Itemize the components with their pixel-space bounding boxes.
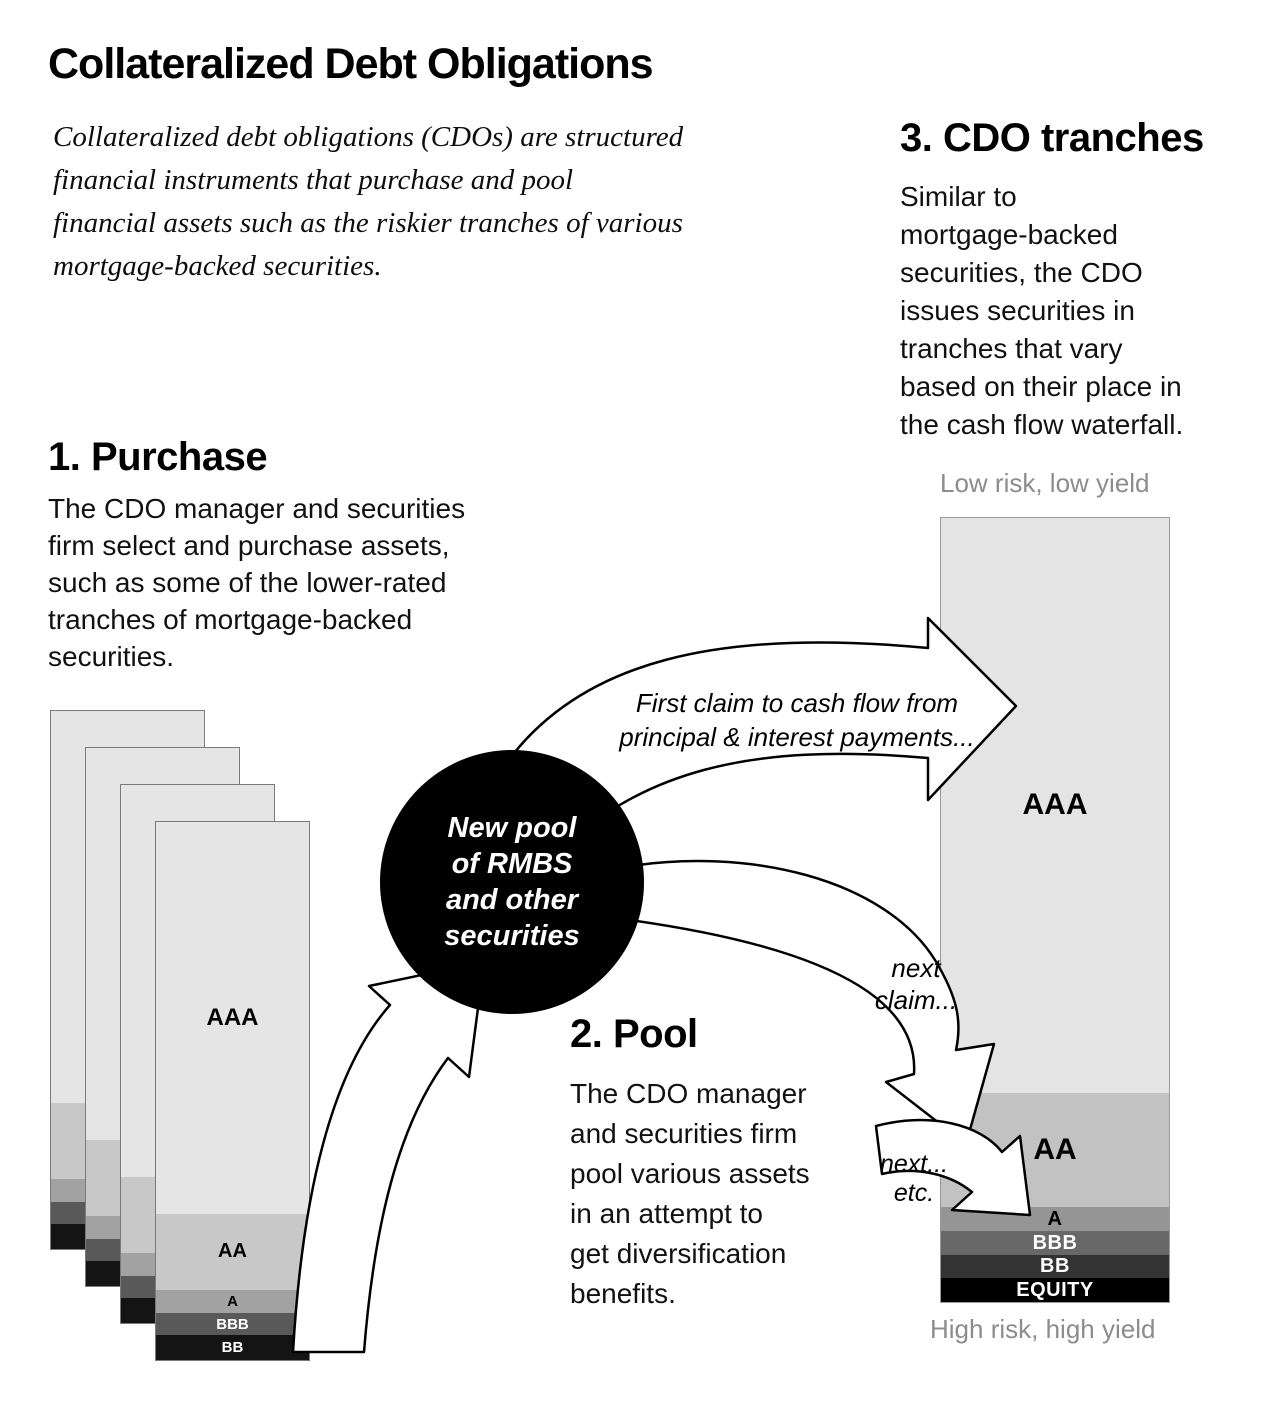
tranche-label: AAA <box>206 1003 259 1031</box>
tranche-label: BBB <box>216 1315 249 1333</box>
tranche-label: AA <box>1033 1132 1077 1166</box>
tranche-label: AA <box>218 1240 247 1263</box>
pool-body: The CDO manager and securities firm pool… <box>570 1078 810 1309</box>
tranche-aaa: AAA <box>156 822 309 1214</box>
intro-text: Collateralized debt obligations (CDOs) a… <box>53 121 684 282</box>
tranche-label: AAA <box>1022 788 1088 822</box>
page-title: Collateralized Debt Obligations <box>48 40 654 88</box>
pool-heading: 2. Pool <box>570 1012 698 1056</box>
next-claim-label: next claim... <box>874 953 958 1015</box>
next-etc-label: next... etc. <box>879 1150 949 1207</box>
tranche-equity: EQUITY <box>941 1278 1169 1302</box>
tranche-label: BB <box>221 1339 244 1357</box>
tranche-bbb: BBB <box>156 1313 309 1336</box>
purchase-heading: 1. Purchase <box>48 435 268 479</box>
tranche-aa: AA <box>156 1213 309 1291</box>
pool-circle: New pool of RMBS and other securities <box>380 750 644 1014</box>
pool-circle-label: New pool of RMBS and other securities <box>444 812 580 952</box>
tranche-aa: AA <box>941 1092 1169 1208</box>
high-risk-label: High risk, high yield <box>930 1314 1156 1344</box>
purchase-body: The CDO manager and securities firm sele… <box>48 493 466 672</box>
tranche-a: A <box>941 1207 1169 1232</box>
tranche-bbb: BBB <box>941 1231 1169 1255</box>
cdo-tranches-heading: 3. CDO tranches <box>900 116 1204 160</box>
tranche-label: A <box>227 1293 238 1311</box>
tranche-label: A <box>1047 1207 1063 1230</box>
pool-flow-arrow <box>291 960 486 1354</box>
tranche-a: A <box>156 1290 309 1314</box>
tranche-bb: BB <box>156 1335 309 1360</box>
cdo-tranches-body: Similar to mortgage-backed securities, t… <box>900 181 1184 440</box>
tranche-label: BB <box>1040 1255 1070 1278</box>
tranche-bb: BB <box>941 1254 1169 1279</box>
low-risk-label: Low risk, low yield <box>940 468 1150 498</box>
tranche-label: BBB <box>1032 1231 1078 1254</box>
first-claim-label: First claim to cash flow from principal … <box>619 688 975 752</box>
tranche-label: EQUITY <box>1016 1278 1094 1301</box>
